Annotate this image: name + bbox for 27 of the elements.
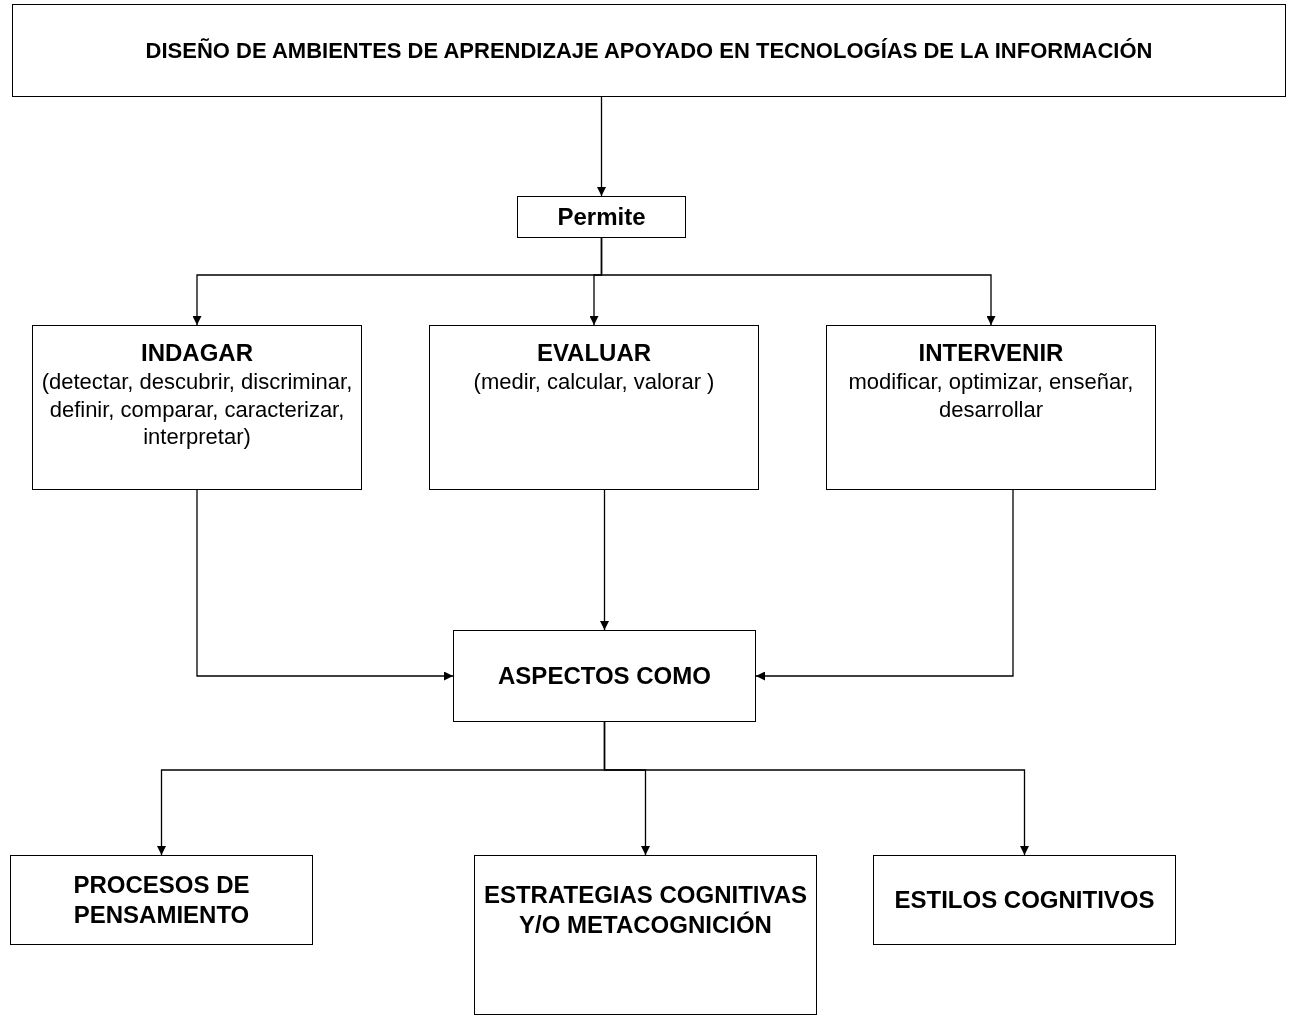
arrow bbox=[196, 489, 454, 681]
arrow bbox=[600, 237, 996, 326]
node-description: (medir, calcular, valorar ) bbox=[473, 368, 715, 396]
node-heading: ESTRATEGIAS COGNITIVAS Y/O METACOGNICIÓN bbox=[483, 880, 808, 940]
arrow bbox=[755, 489, 1014, 681]
node-heading: DISEÑO DE AMBIENTES DE APRENDIZAJE APOYADO EN TECNOLOGÍAS DE LA INFORMACIÓN bbox=[145, 36, 1153, 65]
concept-box bbox=[474, 855, 817, 1015]
arrow bbox=[597, 96, 606, 197]
node-heading: INTERVENIR bbox=[918, 338, 1064, 368]
node-heading: INDAGAR bbox=[141, 338, 253, 368]
arrow bbox=[600, 489, 609, 631]
title-box bbox=[12, 4, 1286, 97]
node-heading: EVALUAR bbox=[536, 338, 652, 368]
concept-box bbox=[873, 855, 1176, 945]
node-heading: ASPECTOS COMO bbox=[498, 661, 711, 691]
node-description: modificar, optimizar, enseñar, desarrollar bbox=[847, 368, 1135, 423]
node-heading: ESTILOS COGNITIVOS bbox=[894, 885, 1155, 915]
concept-box bbox=[32, 325, 362, 490]
concept-box bbox=[429, 325, 759, 490]
node-heading: PROCESOS DE PENSAMIENTO bbox=[72, 870, 251, 930]
arrow bbox=[603, 721, 1029, 856]
concept-box bbox=[826, 325, 1156, 490]
node-heading: Permite bbox=[557, 202, 646, 232]
node-description: (detectar, descubrir, discriminar, definir, comparar, caracterizar, interpretar) bbox=[40, 368, 354, 451]
concept-box bbox=[453, 630, 756, 722]
concept-box bbox=[10, 855, 313, 945]
concept-box bbox=[517, 196, 686, 238]
